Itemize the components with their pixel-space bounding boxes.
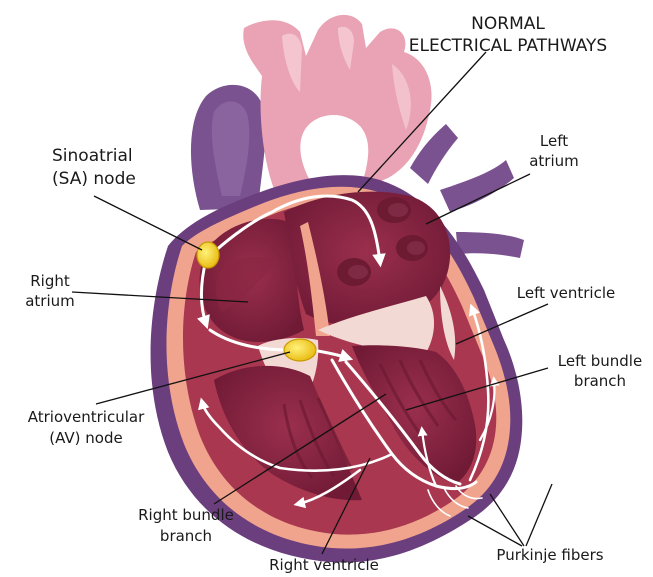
title-line2: ELECTRICAL PATHWAYS <box>409 36 607 56</box>
label-right-atrium-line2: atrium <box>25 292 75 310</box>
leader-sa-node <box>94 196 202 250</box>
label-left-bundle-branch-line1: Left bundle <box>558 352 642 370</box>
sa-node <box>197 242 219 268</box>
vena-cava <box>191 85 265 210</box>
aorta <box>243 15 431 194</box>
title-line1: NORMAL <box>471 14 545 34</box>
av-node <box>284 339 316 361</box>
label-right-bundle-branch-line2: branch <box>160 527 212 545</box>
label-left-ventricle: Left ventricle <box>517 284 615 302</box>
label-left-atrium-line2: atrium <box>529 152 579 170</box>
label-right-atrium-line1: Right <box>30 272 70 290</box>
label-purkinje-fibers: Purkinje fibers <box>496 546 603 564</box>
label-sa-node-line1: Sinoatrial <box>52 146 133 166</box>
label-left-atrium-line1: Left <box>540 132 568 150</box>
label-right-bundle-branch-line1: Right bundle <box>138 506 234 524</box>
label-sa-node-line2: (SA) node <box>52 169 136 189</box>
label-av-node-line2: (AV) node <box>49 429 122 447</box>
label-right-ventricle: Right ventricle <box>269 556 379 574</box>
label-av-node-line1: Atrioventricular <box>28 408 145 426</box>
label-left-bundle-branch-line2: branch <box>574 372 626 390</box>
leader-purkinje-3 <box>526 484 552 546</box>
